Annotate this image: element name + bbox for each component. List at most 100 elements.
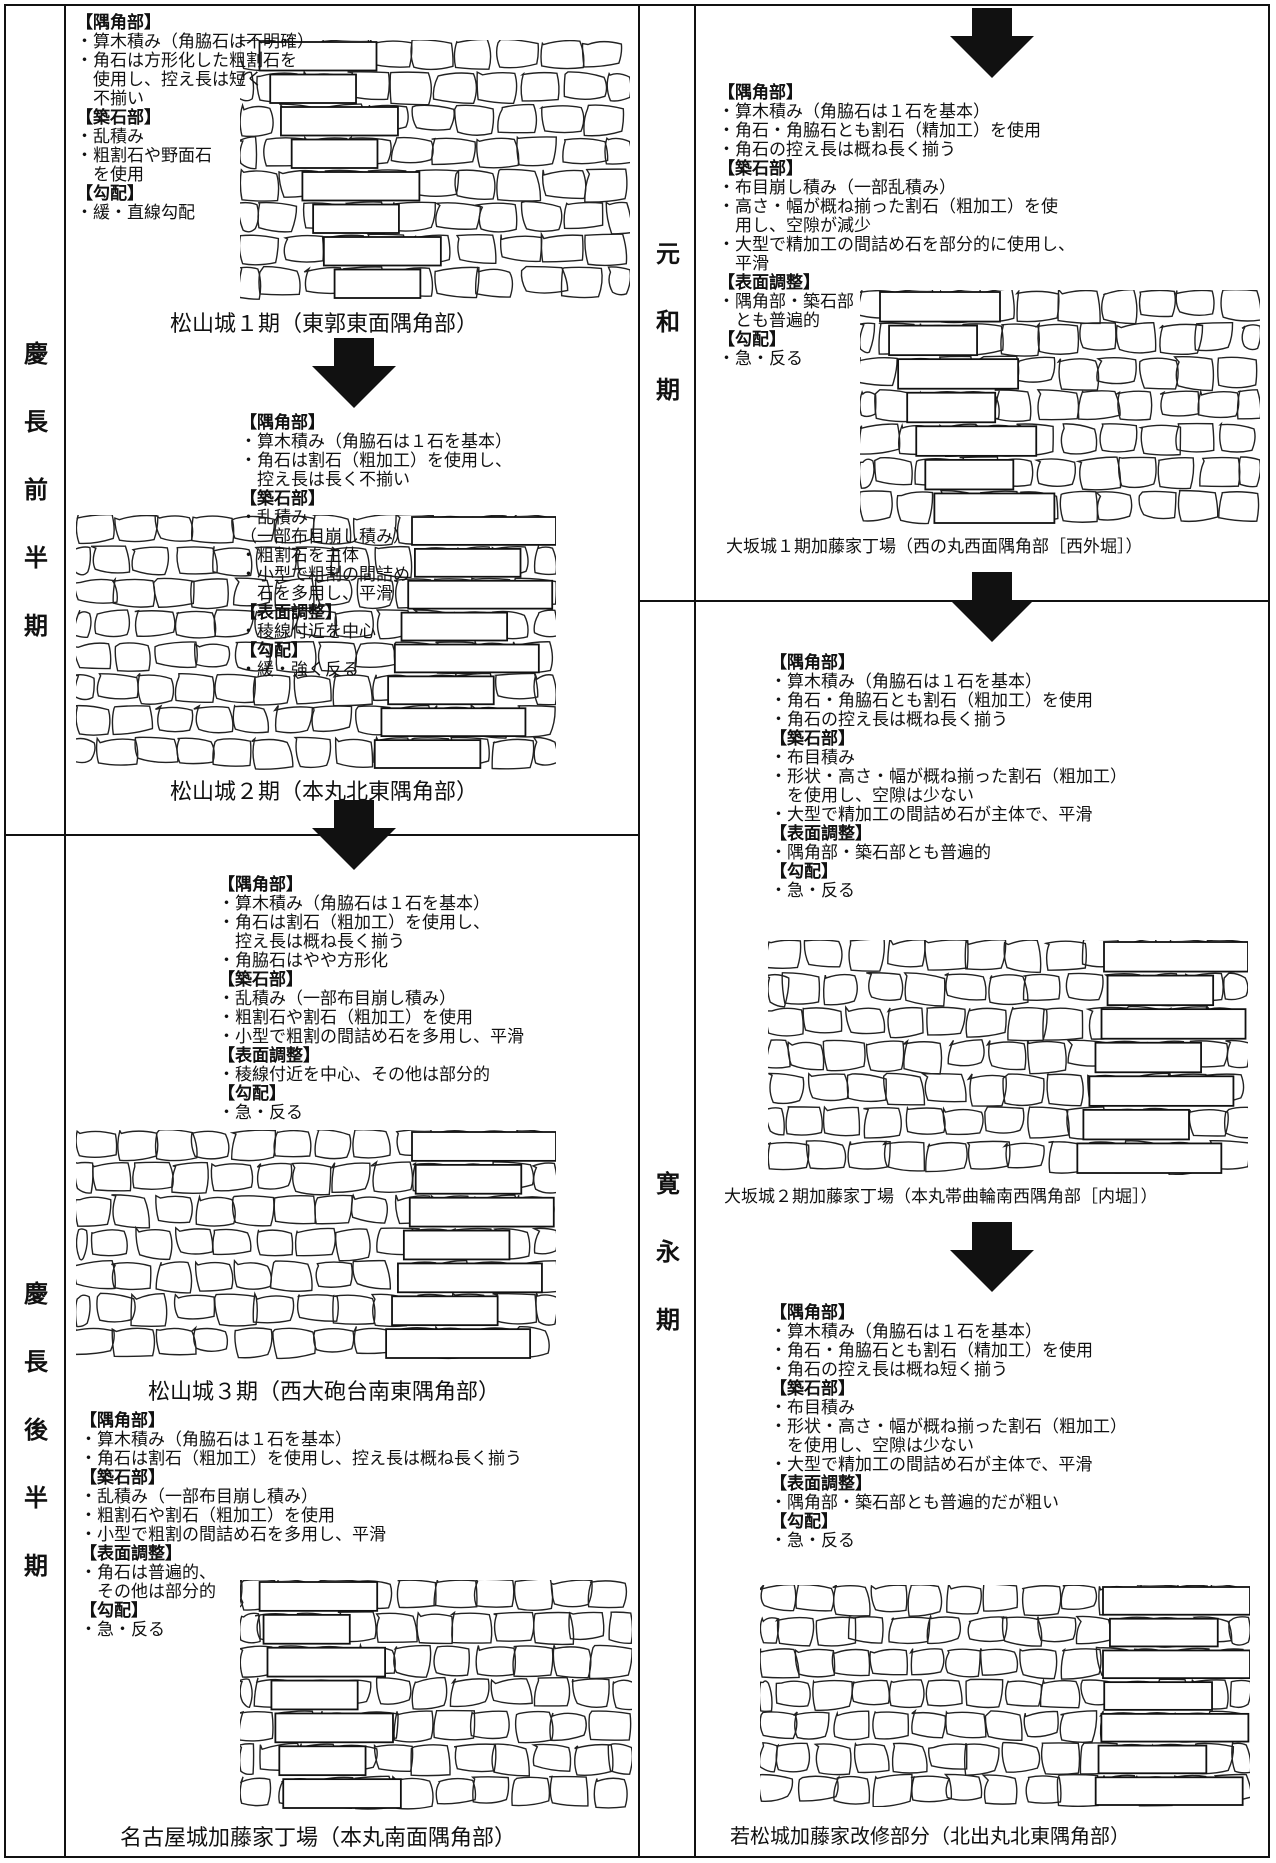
caption-matsuyama2: 松山城２期（本丸北東隅角部） <box>170 780 479 805</box>
stone-outline <box>293 736 332 769</box>
stone-outline <box>1138 490 1177 520</box>
stone-outline <box>454 169 496 201</box>
panel-text-wakamatsu: 【隅角部】・算木積み（角脇石は１石を基本）・角石・角脇石とも割石（精加工）を使用… <box>770 1304 1127 1551</box>
stone-outline <box>76 1228 88 1261</box>
stone-outline <box>1001 1615 1043 1647</box>
stone-outline <box>947 1039 985 1067</box>
corner-stone <box>879 291 1001 323</box>
stone-outline <box>193 704 234 734</box>
corner-stone <box>1076 1142 1223 1174</box>
stone-outline <box>1060 1648 1102 1680</box>
stone-wall-drawing-matsuyama1 <box>240 40 630 300</box>
stone-outline <box>258 265 301 296</box>
stone-outline <box>813 1743 852 1776</box>
stone-outline <box>190 1325 229 1352</box>
stone-outline <box>411 104 455 131</box>
period-kanei: 寛 永 期 <box>656 1150 680 1354</box>
section-line: ・小型で粗割の間詰め <box>240 565 410 585</box>
stone-outline <box>802 1007 843 1034</box>
stone-outline <box>851 1679 890 1706</box>
stone-outline <box>520 200 563 232</box>
stone-outline <box>154 641 198 669</box>
period-char: 慶 <box>24 339 48 368</box>
section-line: ・急・反る <box>218 1103 303 1123</box>
corner-stone <box>400 611 509 642</box>
stone-outline <box>1021 1585 1062 1617</box>
stone-outline <box>190 578 229 610</box>
stone-outline <box>781 972 821 1005</box>
stone-outline <box>865 1040 905 1073</box>
stone-outline <box>760 1773 794 1803</box>
stone-outline <box>533 609 556 638</box>
section-line: ・粗割石を主体 <box>240 546 359 566</box>
stone-outline <box>882 1140 926 1172</box>
corner-stone <box>266 1646 386 1678</box>
section-heading: 【勾配】 <box>718 330 786 350</box>
period-char: 永 <box>656 1237 680 1266</box>
stone-outline <box>1040 1742 1081 1776</box>
section-heading: 【表面調整】 <box>770 824 872 844</box>
stone-outline <box>1225 1039 1248 1069</box>
stone-outline <box>95 736 139 766</box>
stone-outline <box>1065 972 1104 1001</box>
section-line: ・算木積み（角脇石は１石を基本） <box>770 1322 1042 1342</box>
stone-outline <box>860 458 875 489</box>
stone-outline <box>1023 1710 1059 1738</box>
stone-outline <box>455 233 497 264</box>
section-heading: 【表面調整】 <box>240 603 342 623</box>
stone-outline <box>416 1611 454 1645</box>
corner-stone <box>407 579 554 610</box>
stone-outline <box>795 1585 835 1612</box>
arrow-down-icon <box>950 1222 1034 1292</box>
stone-outline <box>155 1327 197 1356</box>
stone-outline <box>474 202 518 233</box>
caption-wakamatsu: 若松城加藤家改修部分（北出丸北東隅角部） <box>730 1824 1130 1848</box>
stone-outline <box>888 1616 931 1645</box>
stone-outline <box>607 266 630 296</box>
stone-outline <box>1101 290 1138 325</box>
stone-outline <box>1036 389 1080 421</box>
stone-outline <box>111 576 156 608</box>
stone-outline <box>1043 940 1088 971</box>
stone-outline <box>476 70 518 105</box>
stone-outline <box>1175 422 1215 453</box>
section-heading: 【表面調整】 <box>718 273 820 293</box>
stone-outline <box>1019 1648 1058 1680</box>
section-line: 控え長は長く不揃い <box>240 470 410 490</box>
corner-stone <box>1103 1681 1213 1711</box>
stone-outline <box>533 1611 575 1646</box>
stone-outline <box>76 1130 118 1158</box>
section-line: ・大型で精加工の間詰め石を部分的に使用し、 <box>718 235 1075 255</box>
section-line: を使用 <box>76 165 144 185</box>
corner-stone <box>1082 1108 1190 1141</box>
stone-outline <box>588 1710 632 1741</box>
section-line: ・隅角部・築石部とも普遍的だが粗い <box>770 1493 1059 1513</box>
corner-stone <box>1094 1041 1202 1074</box>
stone-outline <box>866 972 904 1001</box>
stone-outline <box>966 1073 1008 1107</box>
corner-stone <box>373 739 482 769</box>
stone-outline <box>822 973 858 1006</box>
corner-stone <box>1102 1649 1250 1680</box>
stone-outline <box>1218 491 1260 522</box>
stone-outline <box>76 704 111 736</box>
stone-outline <box>1075 1615 1112 1645</box>
stone-outline <box>453 1743 497 1773</box>
stone-outline <box>807 1072 849 1102</box>
stone-outline <box>76 1327 115 1356</box>
stone-outline <box>352 1130 391 1159</box>
section-heading: 【隅角部】 <box>770 653 855 673</box>
section-line: ・角石の控え長は概ね長く揃う <box>770 710 1008 730</box>
stone-outline <box>1228 1616 1250 1646</box>
section-line: ・角石・角脇石とも割石（粗加工）を使用 <box>770 691 1093 711</box>
corner-stone <box>380 707 527 738</box>
stone-outline <box>760 1616 780 1644</box>
section-heading: 【築石部】 <box>80 1468 165 1488</box>
arrow-down-icon <box>312 800 396 870</box>
stone-outline <box>493 1611 535 1642</box>
corner-stone <box>1106 974 1215 1007</box>
stone-outline <box>549 1712 587 1742</box>
corner-stone <box>397 1262 543 1294</box>
stone-outline <box>317 641 358 673</box>
stone-outline <box>272 1327 316 1360</box>
